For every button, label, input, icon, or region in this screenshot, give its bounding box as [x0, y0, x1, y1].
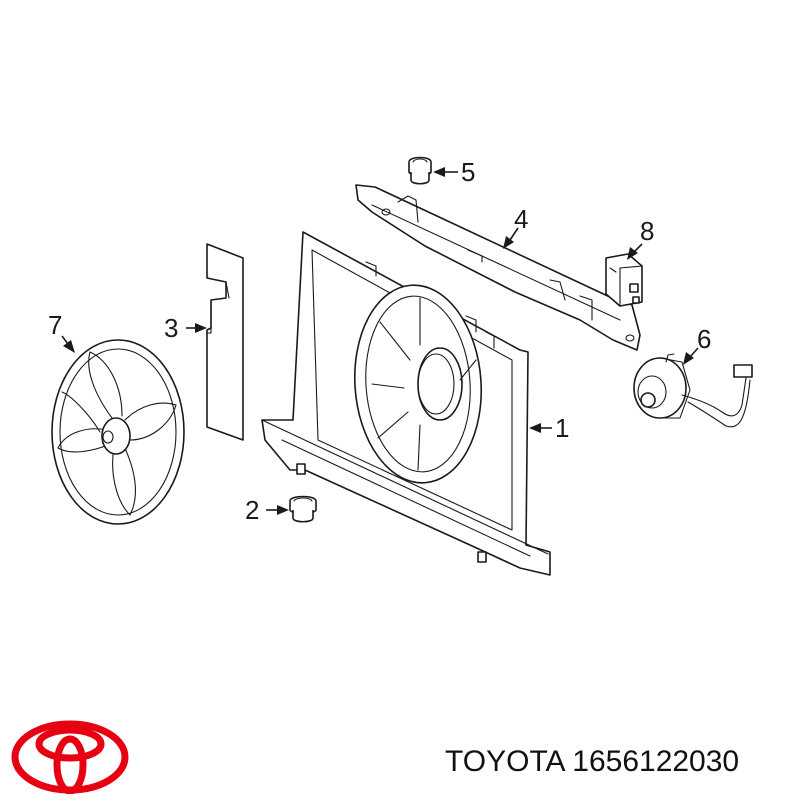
svg-text:8: 8 [640, 216, 654, 246]
toyota-logo-icon [11, 720, 129, 794]
svg-text:6: 6 [697, 324, 711, 354]
svg-text:5: 5 [461, 157, 475, 187]
callout-6: 6 [683, 324, 711, 365]
svg-text:3: 3 [164, 313, 178, 343]
callout-5: 5 [433, 157, 475, 187]
fan-blade [51, 339, 185, 525]
callout-1: 1 [529, 413, 569, 443]
fan-motor [633, 353, 753, 428]
svg-text:7: 7 [48, 310, 62, 340]
callout-4: 4 [503, 204, 528, 249]
upper-grommet [408, 156, 432, 185]
callout-3: 3 [164, 313, 207, 343]
lower-grommet [289, 495, 317, 523]
svg-text:1: 1 [555, 413, 569, 443]
callout-2: 2 [245, 495, 289, 525]
brand-name: TOYOTA [445, 745, 564, 778]
resistor-connector [605, 253, 643, 307]
callout-7: 7 [48, 310, 75, 353]
svg-text:2: 2 [245, 495, 259, 525]
part-number: 1656122030 [572, 745, 740, 778]
callout-8: 8 [627, 216, 654, 260]
seal-panel [206, 243, 244, 441]
svg-text:4: 4 [514, 204, 528, 234]
shroud [261, 231, 551, 576]
part-caption: TOYOTA 1656122030 [445, 740, 790, 784]
